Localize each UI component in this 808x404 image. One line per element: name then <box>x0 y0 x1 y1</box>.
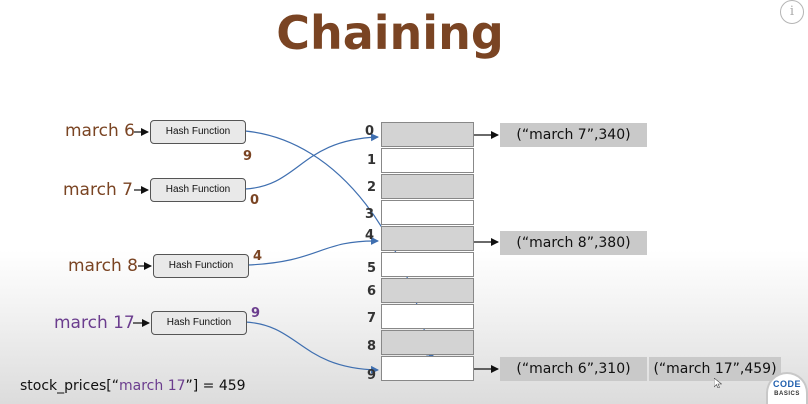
hash-value-march-7: 0 <box>250 193 260 208</box>
lookup-key: march 17 <box>119 378 186 394</box>
hash-function-box: Hash Function <box>150 178 246 202</box>
hash-value-march-17: 9 <box>251 306 261 321</box>
bucket-slot <box>381 330 474 355</box>
key-march-7: march 7 <box>63 180 133 200</box>
bucket-slot <box>381 174 474 199</box>
info-icon[interactable]: i <box>780 0 804 24</box>
chain-entry-march-6: (“march 6”,310) <box>500 357 647 381</box>
bucket-index: 7 <box>366 311 376 326</box>
hash-function-box: Hash Function <box>153 254 249 278</box>
lookup-suffix: ”] = 459 <box>185 378 246 394</box>
codebasics-logo: CODE BASICS <box>766 372 808 404</box>
bucket-index: 0 <box>364 124 374 139</box>
bucket-slot <box>381 356 474 381</box>
bucket-slot <box>381 278 474 303</box>
hash-curve-march-17 <box>244 321 379 374</box>
bucket-slot <box>381 200 474 225</box>
hash-value-march-6: 9 <box>243 149 253 164</box>
hash-curve-march-8 <box>247 236 379 266</box>
bucket-index: 9 <box>366 368 376 383</box>
bucket-slot <box>381 304 474 329</box>
bucket-index: 6 <box>366 284 376 299</box>
chain-entry-march-17: (“march 17”,459) <box>649 357 781 381</box>
logo-line-1: CODE <box>772 379 801 389</box>
bucket-slot <box>381 122 474 147</box>
bucket-index: 3 <box>364 207 374 222</box>
key-march-17: march 17 <box>54 313 135 333</box>
hash-curve-march-7 <box>244 133 379 190</box>
chain-entry-march-7: (“march 7”,340) <box>500 123 647 147</box>
hash-function-box: Hash Function <box>151 311 247 335</box>
bucket-index: 5 <box>366 261 376 276</box>
bucket-index: 2 <box>366 180 376 195</box>
chain-entry-march-8: (“march 8”,380) <box>500 231 647 255</box>
bucket-slot <box>381 226 474 251</box>
key-march-8: march 8 <box>68 256 138 276</box>
hash-value-march-8: 4 <box>253 249 263 264</box>
hash-function-box: Hash Function <box>150 120 246 144</box>
bucket-index: 8 <box>366 339 376 354</box>
key-march-6: march 6 <box>65 121 135 141</box>
bucket-index: 4 <box>364 228 374 243</box>
page-title: Chaining <box>276 6 504 60</box>
bucket-slot <box>381 252 474 277</box>
lookup-expression: stock_prices[“march 17”] = 459 <box>20 378 246 394</box>
logo-line-2: BASICS <box>774 391 800 397</box>
mouse-cursor-icon <box>714 378 722 388</box>
bucket-index: 1 <box>366 153 376 168</box>
bucket-slot <box>381 148 474 173</box>
lookup-prefix: stock_prices[“ <box>20 378 120 394</box>
